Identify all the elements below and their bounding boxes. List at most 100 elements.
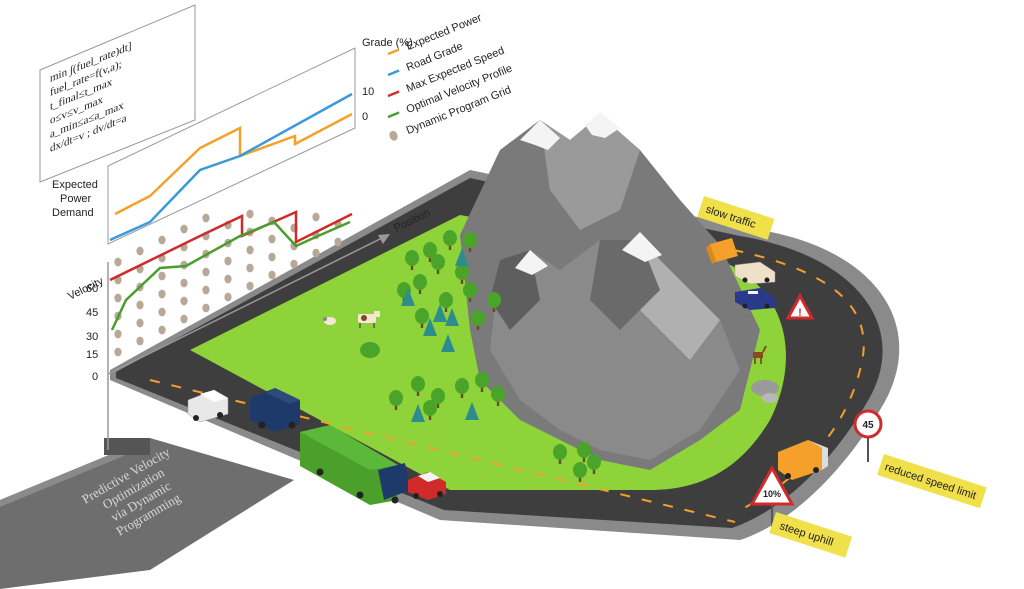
velocity-ytick-0: 0 (92, 371, 98, 383)
tree-icon (389, 390, 403, 410)
grid-dot (114, 293, 122, 303)
grid-dot (246, 263, 254, 273)
grid-dot (180, 314, 188, 324)
velocity-ytick-30: 30 (86, 331, 98, 343)
velocity-ytick-45: 45 (86, 307, 98, 319)
power-panel: Expected Power Demand Grade (%) 10 0 (52, 37, 413, 245)
lane-marking-curve (689, 241, 865, 511)
pine-tree-icon (433, 304, 447, 322)
pine-tree-icon (411, 404, 425, 422)
grid-dot (158, 235, 166, 245)
grade-axis-label: Grade (%) (362, 37, 413, 49)
warning-sign-symbol: ! (798, 307, 802, 319)
tree-icon (415, 308, 429, 328)
legend-line-icon (387, 48, 400, 56)
grid-dot (202, 267, 210, 277)
grid-dot (224, 274, 232, 284)
tree-icon (443, 230, 457, 250)
orange-truck-bottom-icon (778, 440, 828, 480)
grid-dot (268, 252, 276, 262)
grid-dot (246, 209, 254, 219)
grade-tick-0: 0 (362, 111, 368, 123)
velocity-ytick-15: 15 (86, 349, 98, 361)
grid-dot (158, 307, 166, 317)
deer-icon (753, 345, 767, 364)
trees (360, 230, 601, 482)
grid-dot (268, 270, 276, 280)
blue-truck-icon (250, 388, 300, 432)
tree-icon (423, 242, 437, 262)
tree-icon (577, 442, 591, 462)
bush-icon (360, 342, 380, 358)
tree-icon (463, 282, 477, 302)
grid-dot (114, 329, 122, 339)
tag-reduced-speed-limit: reduced speed limit (877, 454, 987, 509)
expected-power-line (114, 112, 353, 216)
beige-car-icon (734, 261, 776, 285)
grid-dot (158, 325, 166, 335)
tree-icon (487, 292, 501, 312)
tag-steep-uphill: steep uphill (769, 511, 853, 558)
power-ylabel-2: Power (60, 193, 92, 205)
grid-dot (158, 289, 166, 299)
tree-icon (455, 264, 469, 284)
grid-dot (136, 318, 144, 328)
tree-icon (431, 388, 445, 408)
legend-dot-icon (389, 130, 398, 141)
mountains (460, 112, 779, 470)
grid-dot (312, 212, 320, 222)
optimal-velocity-line (110, 220, 351, 331)
grid-dot (334, 237, 342, 247)
x-axis-arrow-icon (378, 234, 390, 244)
grid-dot (202, 303, 210, 313)
tree-icon (491, 386, 505, 406)
grid-dot (136, 246, 144, 256)
grid-dot (224, 256, 232, 266)
tree-icon (587, 454, 601, 474)
grid-dot (136, 336, 144, 346)
legend-line-icon (387, 111, 400, 119)
animals (323, 311, 767, 364)
road-grade-line (109, 92, 353, 242)
grid-dot (180, 296, 188, 306)
tree-icon (471, 310, 485, 330)
grid-dot (158, 271, 166, 281)
equation-panel: min ∫(fuel_rate)dt] fuel_rate=f(v,a); t_… (39, 4, 196, 183)
grid-dot (224, 292, 232, 302)
pine-tree-icon (465, 402, 479, 420)
vehicles (187, 238, 828, 505)
tree-icon (463, 232, 477, 252)
pine-tree-icon (455, 248, 469, 266)
tree-icon (573, 462, 587, 482)
velocity-x-axis (107, 237, 383, 375)
grid-dot (246, 245, 254, 255)
grid-dot (312, 248, 320, 258)
grid-dot (268, 234, 276, 244)
velocity-ytick-60: 60 (86, 283, 98, 295)
grid-dot (114, 347, 122, 357)
tree-icon (455, 378, 469, 398)
grade-sign-value: 10% (763, 489, 781, 499)
white-van-icon (187, 389, 229, 423)
red-car-icon (408, 472, 446, 500)
grid-dot (246, 281, 254, 291)
grid-dot (114, 257, 122, 267)
tree-icon (413, 274, 427, 294)
legend-line-icon (387, 69, 400, 77)
tree-icon (405, 250, 419, 270)
power-ylabel-3: Demand (52, 207, 94, 219)
grid-dot (290, 241, 298, 251)
cow-icon (358, 311, 380, 328)
orange-truck-top-icon (706, 238, 738, 264)
pine-tree-icon (441, 334, 455, 352)
legend-line-icon (387, 90, 400, 98)
grid-dot (202, 285, 210, 295)
base-platform (0, 438, 294, 589)
pine-tree-icon (445, 308, 459, 326)
tree-icon (553, 444, 567, 464)
grid-dot (290, 259, 298, 269)
grade-sign: 10% (749, 464, 795, 528)
grid-dot (180, 278, 188, 288)
